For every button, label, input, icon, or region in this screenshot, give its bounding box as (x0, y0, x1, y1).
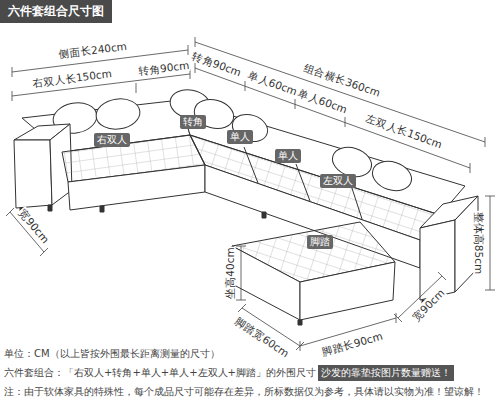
part-name: 转角 (183, 116, 203, 127)
note-line: 六件套组合：「右双人+转角+单人+单人+左双人+脚踏」的外围尺寸沙发的靠垫按图片… (4, 363, 484, 382)
part-tag: 左双人 (320, 174, 356, 188)
part-name: 单人 (230, 131, 250, 142)
note-text: 注：由于软体家具的特殊性，每个成品尺寸可能存在差异，所标数据仅为参考，具体请以实… (4, 385, 484, 399)
dimension-label: 单人60cm (295, 86, 349, 116)
part-name: 右双人 (97, 134, 127, 145)
part-tag: 转角 (180, 115, 206, 129)
part-tag: 脚踏 (307, 235, 333, 249)
dimension-label: 整体高85cm (473, 211, 485, 275)
dimension-label: 右双人长150cm (31, 67, 114, 89)
dimension-label: 转角90cm (136, 59, 190, 77)
dimension-label: 转角90cm (189, 49, 243, 79)
dimension-label: 侧面长240cm (56, 40, 128, 61)
note-line: 注：由于软体家具的特殊性，每个成品尺寸可能存在差异，所标数据仅为参考，具体请以实… (4, 382, 484, 401)
dimension-label: 左双人长150cm (363, 111, 444, 150)
highlight-note: 沙发的靠垫按图片数量赠送！ (318, 365, 454, 381)
note-line: 单位：CM（以上皆按外围最长距离测量的尺寸） (4, 344, 484, 363)
diagram-title: 六件套组合尺寸图 (0, 0, 112, 23)
part-tag: 单人 (275, 149, 301, 163)
part-tag: 单人 (227, 130, 253, 144)
dimension-label: 脚踏长90cm (320, 329, 385, 358)
dimension-label: 坐高40cm (223, 246, 235, 299)
part-name: 单人 (278, 150, 298, 161)
part-name: 左双人 (323, 175, 353, 186)
part-tag: 右双人 (94, 133, 130, 147)
notes-block: 单位：CM（以上皆按外围最长距离测量的尺寸） 六件套组合：「右双人+转角+单人+单… (4, 344, 484, 401)
part-name: 脚踏 (310, 236, 330, 247)
dimension-label: 单人60cm (245, 68, 299, 98)
note-text: 单位：CM（以上皆按外围最长距离测量的尺寸） (4, 347, 220, 361)
note-text: 六件套组合：「右双人+转角+单人+单人+左双人+脚踏」的外围尺寸 (4, 366, 316, 380)
